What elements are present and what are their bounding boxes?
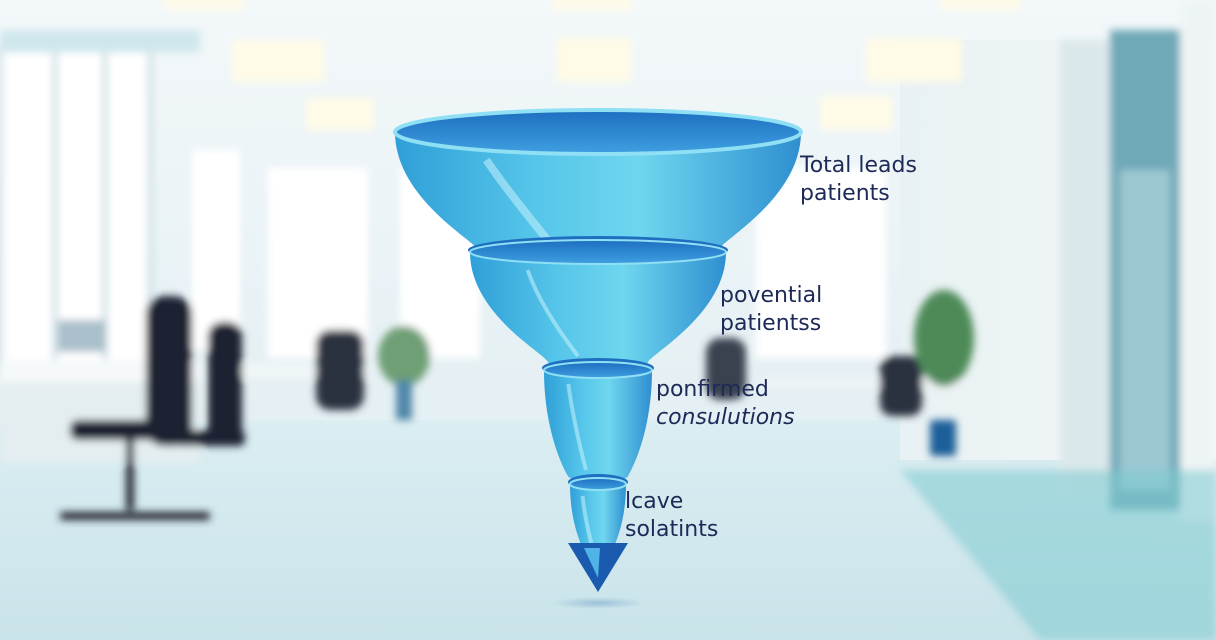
funnel-opening-3 <box>543 361 653 379</box>
stage-label-4-line1: lcave <box>625 489 684 514</box>
stage-label-4: lcave solatints <box>625 488 718 544</box>
stage-label-1-line1: Total leads <box>800 153 917 178</box>
stage-label-3-line1: ponfirmed <box>656 377 769 402</box>
stage-label-4-line2: solatints <box>625 517 719 542</box>
stage-label-1-line2: patients <box>800 181 890 206</box>
stage-label-2-line2: patientss <box>720 311 822 336</box>
funnel-segment-1 <box>395 132 801 262</box>
funnel-highlight-3 <box>566 383 588 471</box>
stage-label-1: Total leads patients <box>800 152 917 208</box>
stage-label-3-line2: consulutions <box>656 405 795 430</box>
funnel-arrow-highlight <box>584 548 600 578</box>
stage-label-2: povential patientss <box>720 282 822 338</box>
funnel-opening-4 <box>569 477 627 491</box>
stage-label-2-line1: povential <box>720 283 823 308</box>
funnel-highlight-2 <box>525 269 580 358</box>
funnel-opening-1 <box>393 108 803 156</box>
stage-label-3: ponfirmed consulutions <box>656 376 795 432</box>
funnel-highlight-1 <box>483 157 553 245</box>
funnel-opening-2 <box>469 239 727 265</box>
